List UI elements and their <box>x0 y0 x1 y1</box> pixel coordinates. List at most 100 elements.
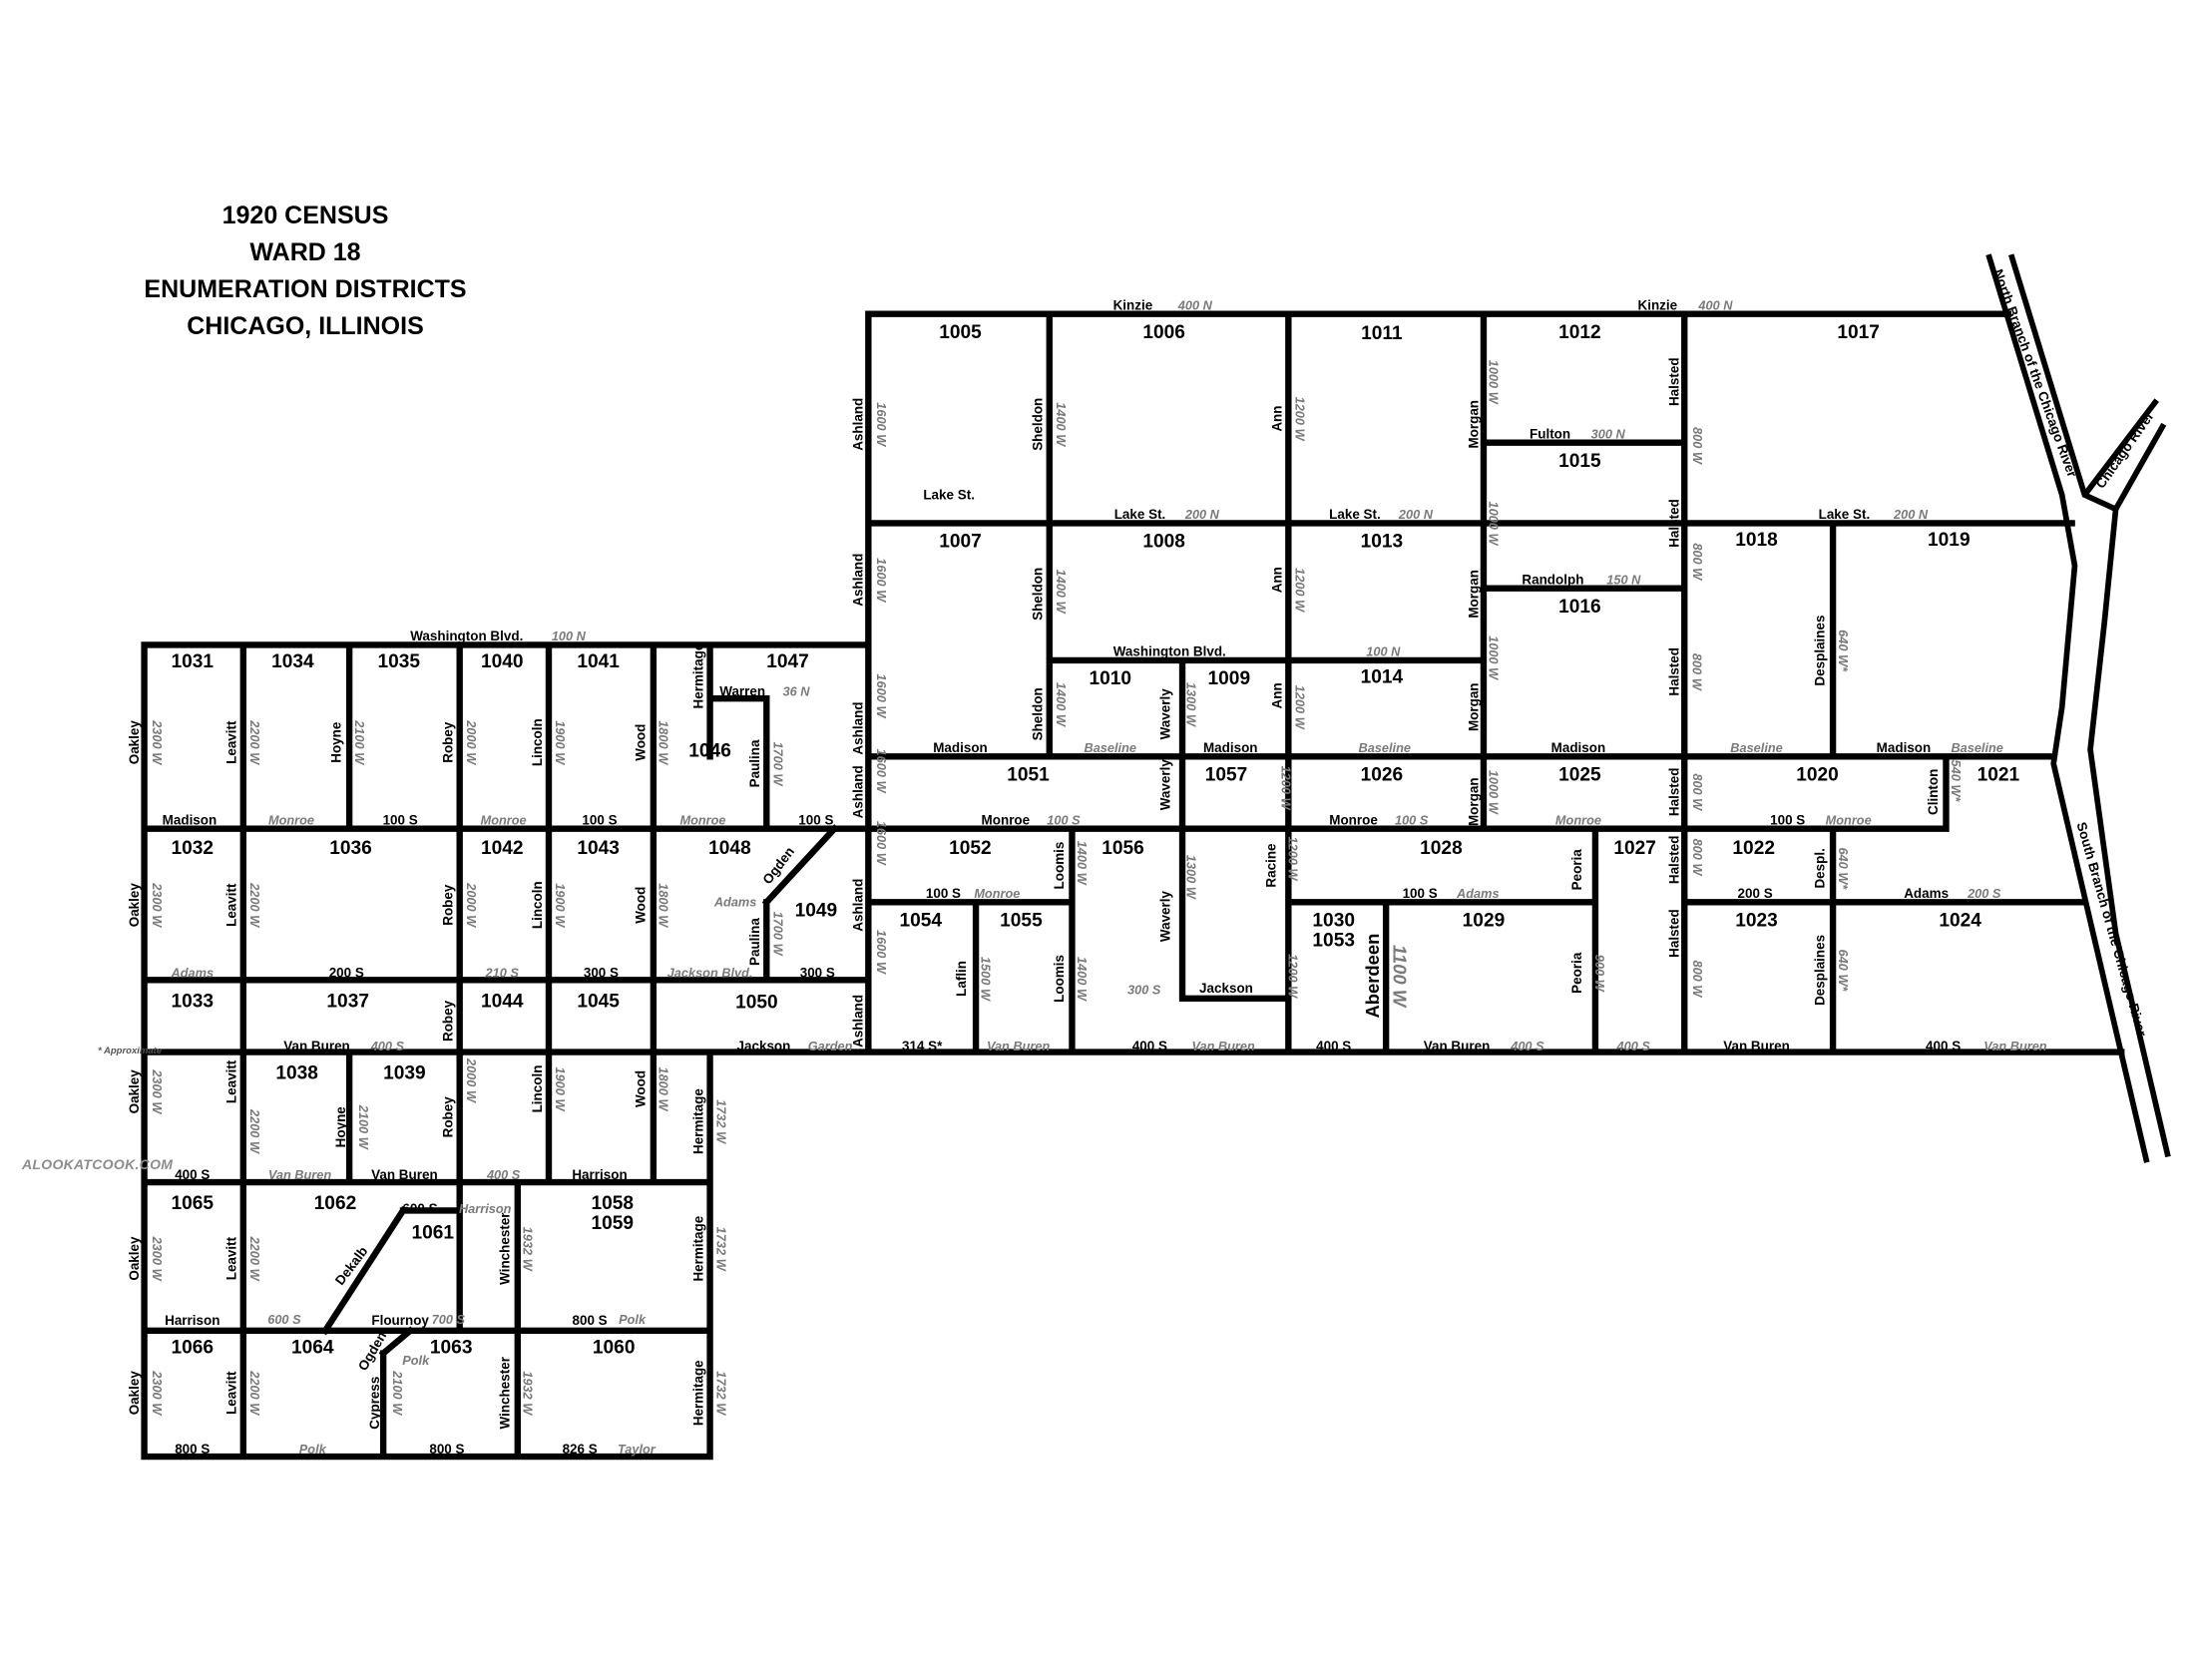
north-branch-label: North Branch of the Chicago River <box>1990 267 2080 480</box>
street-label-h: Polk <box>619 1312 647 1327</box>
street-label-h: 36 N <box>783 683 811 698</box>
street-label-v: 900 W <box>1592 955 1607 993</box>
district-1047: 1047 <box>766 651 809 672</box>
street-label-h: Washington Blvd. <box>1113 644 1226 659</box>
district-1066: 1066 <box>172 1338 215 1359</box>
site-watermark: ALOOKATCOOK.COM <box>22 1156 174 1172</box>
street-label-h: Van Buren <box>987 1039 1051 1053</box>
street-label-v: Loomis <box>1052 955 1067 1003</box>
district-1007: 1007 <box>939 532 982 553</box>
district-1012: 1012 <box>1558 322 1601 343</box>
street-label-v: Robey <box>441 721 456 763</box>
district-1028: 1028 <box>1420 838 1463 859</box>
district-1063: 1063 <box>430 1338 473 1359</box>
street-label-v: Hermitage <box>690 1215 705 1281</box>
street-label-h: Lake St. <box>1114 507 1166 522</box>
street-label-v: Oakley <box>127 883 142 928</box>
street-label-h: 300 N <box>1591 426 1626 441</box>
street-label-v: Aberdeen <box>1362 934 1383 1019</box>
street-label-v: 1600 W <box>874 930 889 975</box>
street-label-v: 1700 W <box>770 741 785 786</box>
south-branch-river-east-bank <box>2087 509 2171 1158</box>
street-label-h: Harrison <box>459 1201 512 1216</box>
street-label-h: Washington Blvd. <box>410 629 523 643</box>
street-label-v: 640 W* <box>1836 847 1851 890</box>
street-label-h: 700 S <box>432 1312 466 1327</box>
street-label-v: Paulina <box>747 739 762 787</box>
street-label-h: 200 N <box>1893 507 1929 522</box>
district-1052: 1052 <box>949 838 992 859</box>
street-label-v: 2300 W <box>150 1370 165 1416</box>
street-label-v: Robey <box>441 1000 456 1042</box>
district-1032: 1032 <box>172 838 215 859</box>
street-label-h: Van Buren <box>283 1039 350 1053</box>
street-label-v: Leavitt <box>224 1059 239 1103</box>
street-label-h: 800 S <box>429 1442 464 1457</box>
street-label-v: 1200 W <box>1285 836 1300 881</box>
street-label-v: Hoyne <box>329 721 344 763</box>
street-label-v: Lincoln <box>530 1065 545 1113</box>
street-label-h: Van Buren <box>371 1167 438 1182</box>
street-label-v: Halsted <box>1667 499 1682 548</box>
street-label-v: 1900 W <box>553 720 568 765</box>
street-label-h: Madison <box>1203 740 1258 755</box>
district-1056: 1056 <box>1101 838 1144 859</box>
street-label-v: Ashland <box>851 995 866 1048</box>
street-label-v: Morgan <box>1466 400 1481 449</box>
street-label-v: Sheldon <box>1031 398 1046 451</box>
street-label-v: 1400 W <box>1075 957 1090 1002</box>
district-1046: 1046 <box>688 740 731 761</box>
map-title: 1920 CENSUS WARD 18 ENUMERATION DISTRICT… <box>96 198 515 345</box>
street-grid <box>141 310 2125 1461</box>
street-label-v: Oakley <box>127 1069 142 1114</box>
district-1024: 1024 <box>1939 910 1981 931</box>
street-label-h: Monroe <box>974 886 1020 901</box>
street-label-v: Peoria <box>1569 952 1584 994</box>
district-1026: 1026 <box>1361 764 1404 785</box>
street-label-h: Madison <box>1877 740 1932 755</box>
street-label-v: 1200 W <box>1292 397 1307 442</box>
street-label-h: Monroe <box>481 812 527 827</box>
street-label-v: Clinton <box>1926 769 1941 815</box>
district-1027: 1027 <box>1613 838 1656 859</box>
street-label-v: 800 W <box>1690 960 1705 998</box>
street-label-v: 1000 W <box>1487 360 1502 405</box>
street-label-h: 826 S <box>563 1442 598 1457</box>
street-label-v: 800 W <box>1690 773 1705 811</box>
street-label-v: 640 W* <box>1836 949 1851 992</box>
street-label-v: Morgan <box>1466 682 1481 731</box>
street-label-v: Robey <box>441 1096 456 1138</box>
street-label-v: 2200 W <box>247 1108 262 1154</box>
street-label-v: Ashland <box>851 701 866 754</box>
district-1013: 1013 <box>1361 532 1404 553</box>
street-label-v: 800 W <box>1690 653 1705 691</box>
street-label-v: 1200 W <box>1292 568 1307 613</box>
street-label-v: Oakley <box>127 720 142 765</box>
district-1031: 1031 <box>172 651 215 672</box>
district-1025: 1025 <box>1558 764 1601 785</box>
street-label-h: 400 S <box>175 1167 210 1182</box>
street-label-v: Leavitt <box>224 720 239 764</box>
street-label-v: Oakley <box>127 1371 142 1416</box>
street-label-v: 1900 W <box>553 1066 568 1111</box>
chicago-river-bank <box>2082 398 2159 497</box>
street-label-h: Polk <box>402 1353 430 1368</box>
street-label-h: Van Buren <box>1424 1039 1491 1053</box>
district-1060: 1060 <box>593 1338 636 1359</box>
street-label-v: Ann <box>1269 406 1284 432</box>
street-label-v: Leavitt <box>224 1236 239 1280</box>
street-label-h: 100 S <box>1770 812 1805 827</box>
street-label-h: Madison <box>163 812 218 827</box>
street-label-h: 600 S <box>402 1201 437 1216</box>
district-1042: 1042 <box>481 838 524 859</box>
street-label-h: Jackson Blvd. <box>667 965 753 980</box>
street-label-h: 100 S <box>582 812 617 827</box>
street-label-h: 200 S <box>1967 886 2001 901</box>
street-label-h: 400 S <box>1316 1039 1351 1053</box>
street-label-h: 300 S <box>584 965 619 980</box>
street-label-v: Morgan <box>1466 777 1481 826</box>
street-label-h: Lake St. <box>1819 507 1871 522</box>
street-label-h: Kinzie <box>1637 297 1677 312</box>
street-label-v: Waverly <box>1157 890 1172 942</box>
district-1061: 1061 <box>411 1223 454 1244</box>
